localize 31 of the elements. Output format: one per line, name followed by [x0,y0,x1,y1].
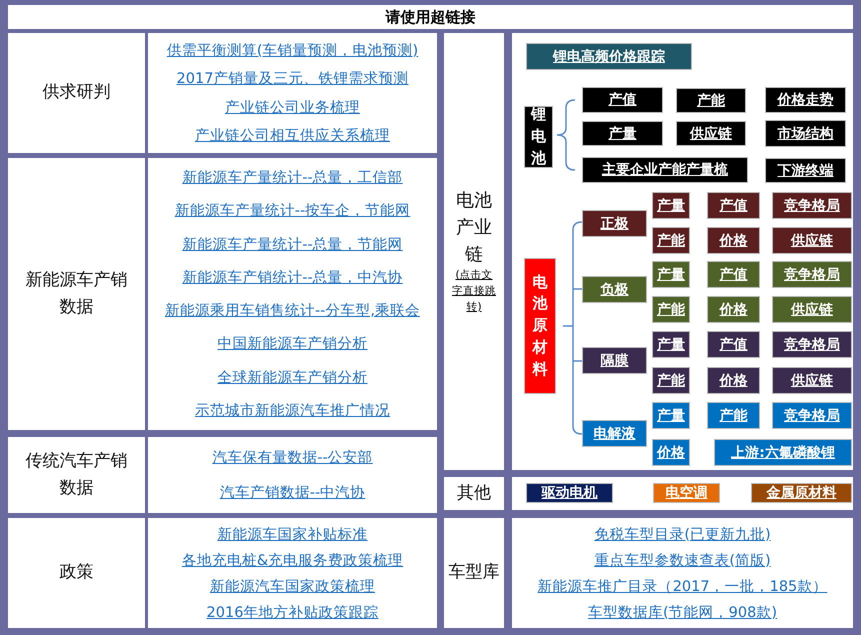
hyperlink: 新能源车国家补贴标准 [218,526,368,544]
hyperlink: 重点车型参数速查表(简版) [594,552,771,570]
hyperlink: 新能源汽车国家政策梳理 [210,578,375,596]
title: 请使用超链接 [8,5,853,29]
hyperlink: 各地充电桩&充电服务费政策梳理 [182,552,404,570]
hyperlink: 产业链公司业务梳理 [225,98,360,117]
category-label: 供求研判 [42,81,112,104]
hyperlink: 示范城市新能源汽车推广情况 [195,402,390,420]
category-label: 新能源车产销数据 [24,268,128,319]
hyperlink: 汽车保有量数据--公安部 [212,448,373,467]
hyperlink: 新能源车产量统计--按车企，节能网 [174,202,410,220]
hyperlink: 中国新能源车产销分析 [218,334,368,354]
category-label: 车型库 [448,561,500,584]
hyperlink: 汽车产销数据--中汽协 [220,484,366,502]
category-label: 电池产业链 [455,189,493,268]
hyperlink: 2017产销量及三元、铁锂需求预测 [176,70,408,88]
hyperlink: 免税车型目录(已更新九批) [594,526,771,544]
hyperlink: 新能源车产量统计--总量，节能网 [182,236,403,254]
hyperlink: 新能源车产量统计--总量，工信部 [182,168,403,188]
hyperlink: 车型数据库(节能网，908款) [588,604,777,622]
category-label: 传统汽车产销数据 [24,450,128,500]
hint-text: (点击文字直接跳转) [451,268,497,315]
hyperlink: 供需平衡测算(车销量预测，电池预测) [166,42,418,60]
hyperlink: 2016年地方补贴政策跟踪 [206,604,378,622]
category-label: 政策 [58,561,94,584]
hyperlink: 新能源车产销统计--总量，中汽协 [182,268,403,287]
hyperlink: 新能源车推广目录（2017，一批，185款） [538,578,828,596]
category-label: 其他 [456,482,492,505]
hyperlink: 新能源乘用车销售统计--分车型,乘联会 [164,302,420,320]
hyperlink: 产业链公司相互供应关系梳理 [195,126,390,146]
hyperlink: 全球新能源车产销分析 [218,368,368,387]
